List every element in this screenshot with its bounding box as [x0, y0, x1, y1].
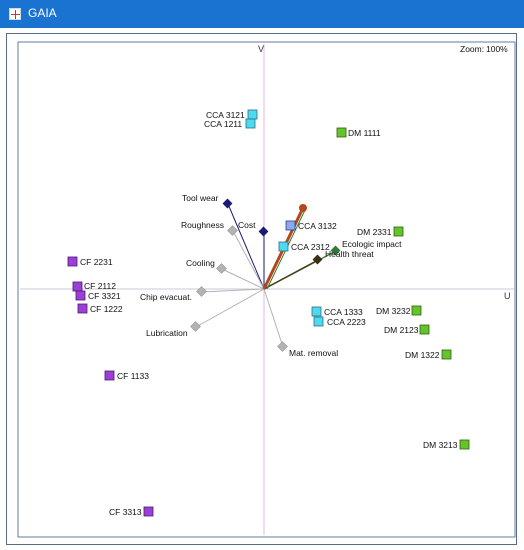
criterion-marker-lubrication[interactable]: [190, 321, 201, 332]
criterion-axis-tool-wear: [227, 203, 265, 290]
alternative-label-cca-3132: CCA 3132: [298, 221, 337, 231]
criterion-label-tool-wear: Tool wear: [182, 193, 219, 203]
criterion-label-lubrication: Lubrication: [146, 328, 188, 338]
criterion-marker-roughness[interactable]: [227, 225, 238, 236]
criterion-marker-ecologic-impact[interactable]: [330, 245, 341, 256]
alternative-cf-2231[interactable]: [67, 256, 78, 267]
criterion-label-chip-evacuat: Chip evacuat.: [140, 292, 192, 302]
criterion-label-roughness: Roughness: [181, 220, 224, 230]
criterion-label-health-threat: Health threat: [325, 249, 374, 259]
alternative-label-cca-2312: CCA 2312: [291, 242, 330, 252]
v-axis-label: V: [258, 44, 264, 54]
alternative-dm-3232[interactable]: [411, 305, 422, 316]
zoom-value: 100%: [486, 44, 508, 54]
alternative-cf-3321[interactable]: [75, 290, 86, 301]
alternative-label-dm-2331: DM 2331: [357, 227, 392, 237]
alternative-dm-1322[interactable]: [441, 349, 452, 360]
alternative-label-dm-1111: DM 1111: [348, 128, 381, 138]
criterion-marker-chip-evacuat[interactable]: [196, 286, 207, 297]
plus-icon: [9, 8, 21, 20]
alternative-cca-2312[interactable]: [278, 241, 289, 252]
alternative-cf-2112[interactable]: [72, 281, 83, 292]
window-title: GAIA: [28, 6, 57, 20]
alternative-label-cf-1222: CF 1222: [90, 304, 123, 314]
criterion-marker-mat-removal[interactable]: [277, 341, 288, 352]
decision-stick-head[interactable]: [299, 204, 307, 212]
alternative-cca-1211[interactable]: [245, 118, 256, 129]
alternative-label-cca-3121: CCA 3121: [206, 110, 245, 120]
alternative-label-cca-2223: CCA 2223: [327, 317, 366, 327]
alternative-dm-2331[interactable]: [393, 226, 404, 237]
alternative-cf-3313[interactable]: [143, 506, 154, 517]
criterion-label-cost: Cost: [238, 220, 256, 230]
alternative-label-cca-1333: CCA 1333: [324, 307, 363, 317]
criterion-marker-cost[interactable]: [258, 226, 269, 237]
alternative-cca-3121[interactable]: [247, 109, 258, 120]
alternative-cf-1133[interactable]: [104, 370, 115, 381]
alternative-dm-3213[interactable]: [459, 439, 470, 450]
alternative-label-cca-1211: CCA 1211: [204, 119, 242, 129]
alternative-cf-1222[interactable]: [77, 303, 88, 314]
alternative-cca-1333[interactable]: [311, 306, 322, 317]
alternative-label-cf-2112: CF 2112: [84, 281, 116, 291]
criterion-axis-roughness: [232, 230, 265, 290]
criterion-label-mat-removal: Mat. removal: [289, 348, 338, 358]
criterion-axis-mat-removal: [263, 288, 284, 348]
criterion-axis-health-threat: [263, 259, 319, 290]
alternative-label-cf-3313: CF 3313: [109, 507, 142, 517]
zoom-label: Zoom:: [460, 44, 484, 54]
criterion-axis-lubrication: [195, 288, 265, 328]
u-axis-label: U: [504, 291, 511, 301]
alternative-label-dm-3213: DM 3213: [423, 440, 458, 450]
alternative-dm-1111[interactable]: [336, 127, 347, 138]
alternative-cca-3132[interactable]: [285, 220, 296, 231]
alternative-label-cf-2231: CF 2231: [80, 257, 113, 267]
alternative-dm-2123[interactable]: [419, 324, 430, 335]
alternative-label-dm-3232: DM 3232: [376, 306, 411, 316]
alternative-cca-2223[interactable]: [313, 316, 324, 327]
criterion-axis-cooling: [221, 268, 265, 290]
criterion-axis-chip-evacuat: [201, 288, 265, 293]
title-bar: GAIA: [0, 0, 524, 28]
alternative-label-cf-3321: CF 3321: [88, 291, 121, 301]
criterion-label-ecologic-impact: Ecologic impact: [342, 239, 402, 249]
criterion-marker-tool-wear[interactable]: [222, 198, 233, 209]
criterion-marker-cooling[interactable]: [216, 263, 227, 274]
plot-inner-border: [17, 41, 516, 538]
alternative-label-dm-1322: DM 1322: [405, 350, 440, 360]
alternative-label-dm-2123: DM 2123: [384, 325, 419, 335]
criterion-label-cooling: Cooling: [186, 258, 215, 268]
alternative-label-cf-1133: CF 1133: [117, 371, 149, 381]
